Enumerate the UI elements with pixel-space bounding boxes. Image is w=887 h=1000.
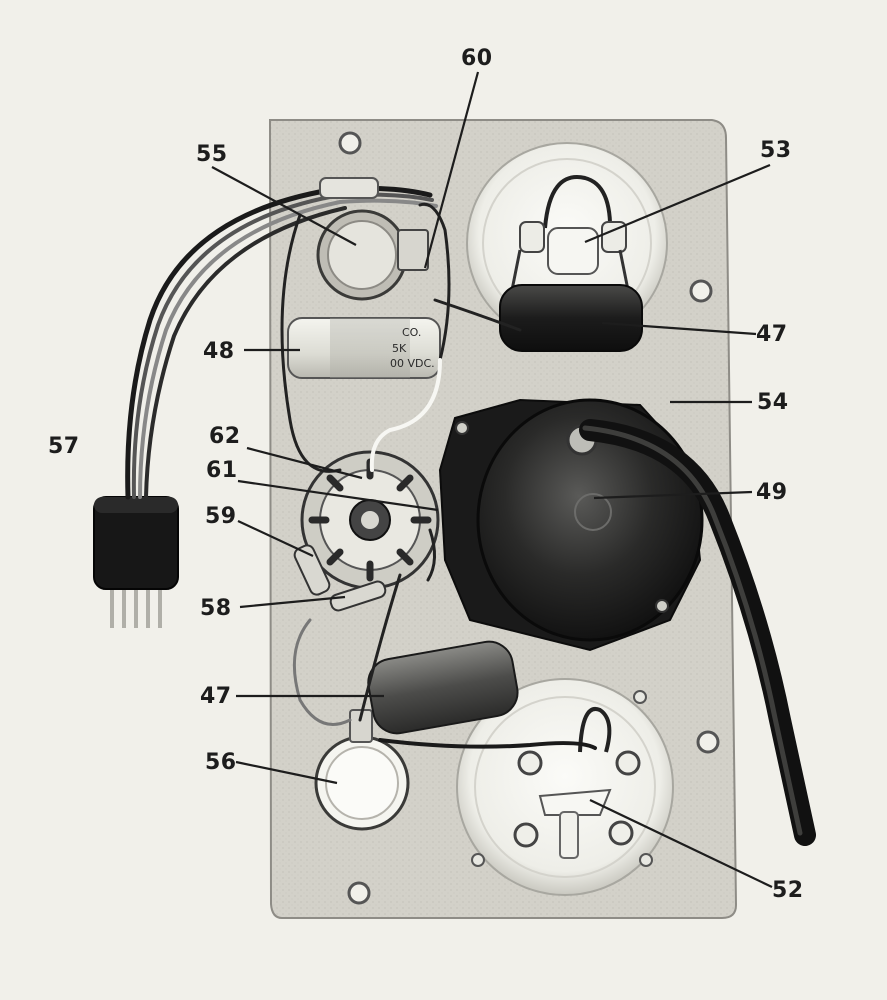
callout-56: 56 (205, 750, 237, 775)
callout-58: 58 (200, 596, 232, 621)
callout-61: 61 (206, 458, 238, 483)
rotary-switch (300, 450, 440, 590)
capacitor-light: CO. 5K 00 VDC. (287, 317, 441, 379)
potentiometer-bottom (314, 709, 410, 831)
resistors (293, 544, 387, 612)
octal-plug (93, 496, 179, 628)
callout-59: 59 (205, 504, 237, 529)
capacitor-print-line3: 00 VDC. (390, 357, 435, 370)
internal-wiring (280, 202, 597, 750)
callout-62: 62 (209, 424, 241, 449)
callout-52: 52 (772, 878, 804, 903)
mounting-holes (338, 131, 720, 905)
capacitor-print-line1: CO. (402, 326, 421, 339)
capacitor-print-line2: 5K (392, 342, 407, 355)
callout-53: 53 (760, 138, 792, 163)
callout-48: 48 (203, 339, 235, 364)
capacitor-electrolytic-bottom (367, 640, 519, 735)
callout-55: 55 (196, 142, 228, 167)
callout-54: 54 (757, 390, 789, 415)
callout-47-bottom: 47 (200, 684, 232, 709)
lamp-socket-bottom (456, 678, 674, 896)
capacitor-dark-top (499, 284, 643, 352)
motor (438, 398, 704, 652)
wire-bundle (125, 177, 438, 500)
callout-57: 57 (48, 434, 80, 459)
potentiometer-top (316, 209, 429, 301)
callout-49: 49 (756, 480, 788, 505)
callout-47-top: 47 (756, 322, 788, 347)
callout-60: 60 (461, 46, 493, 71)
leader-lines (211, 71, 773, 888)
